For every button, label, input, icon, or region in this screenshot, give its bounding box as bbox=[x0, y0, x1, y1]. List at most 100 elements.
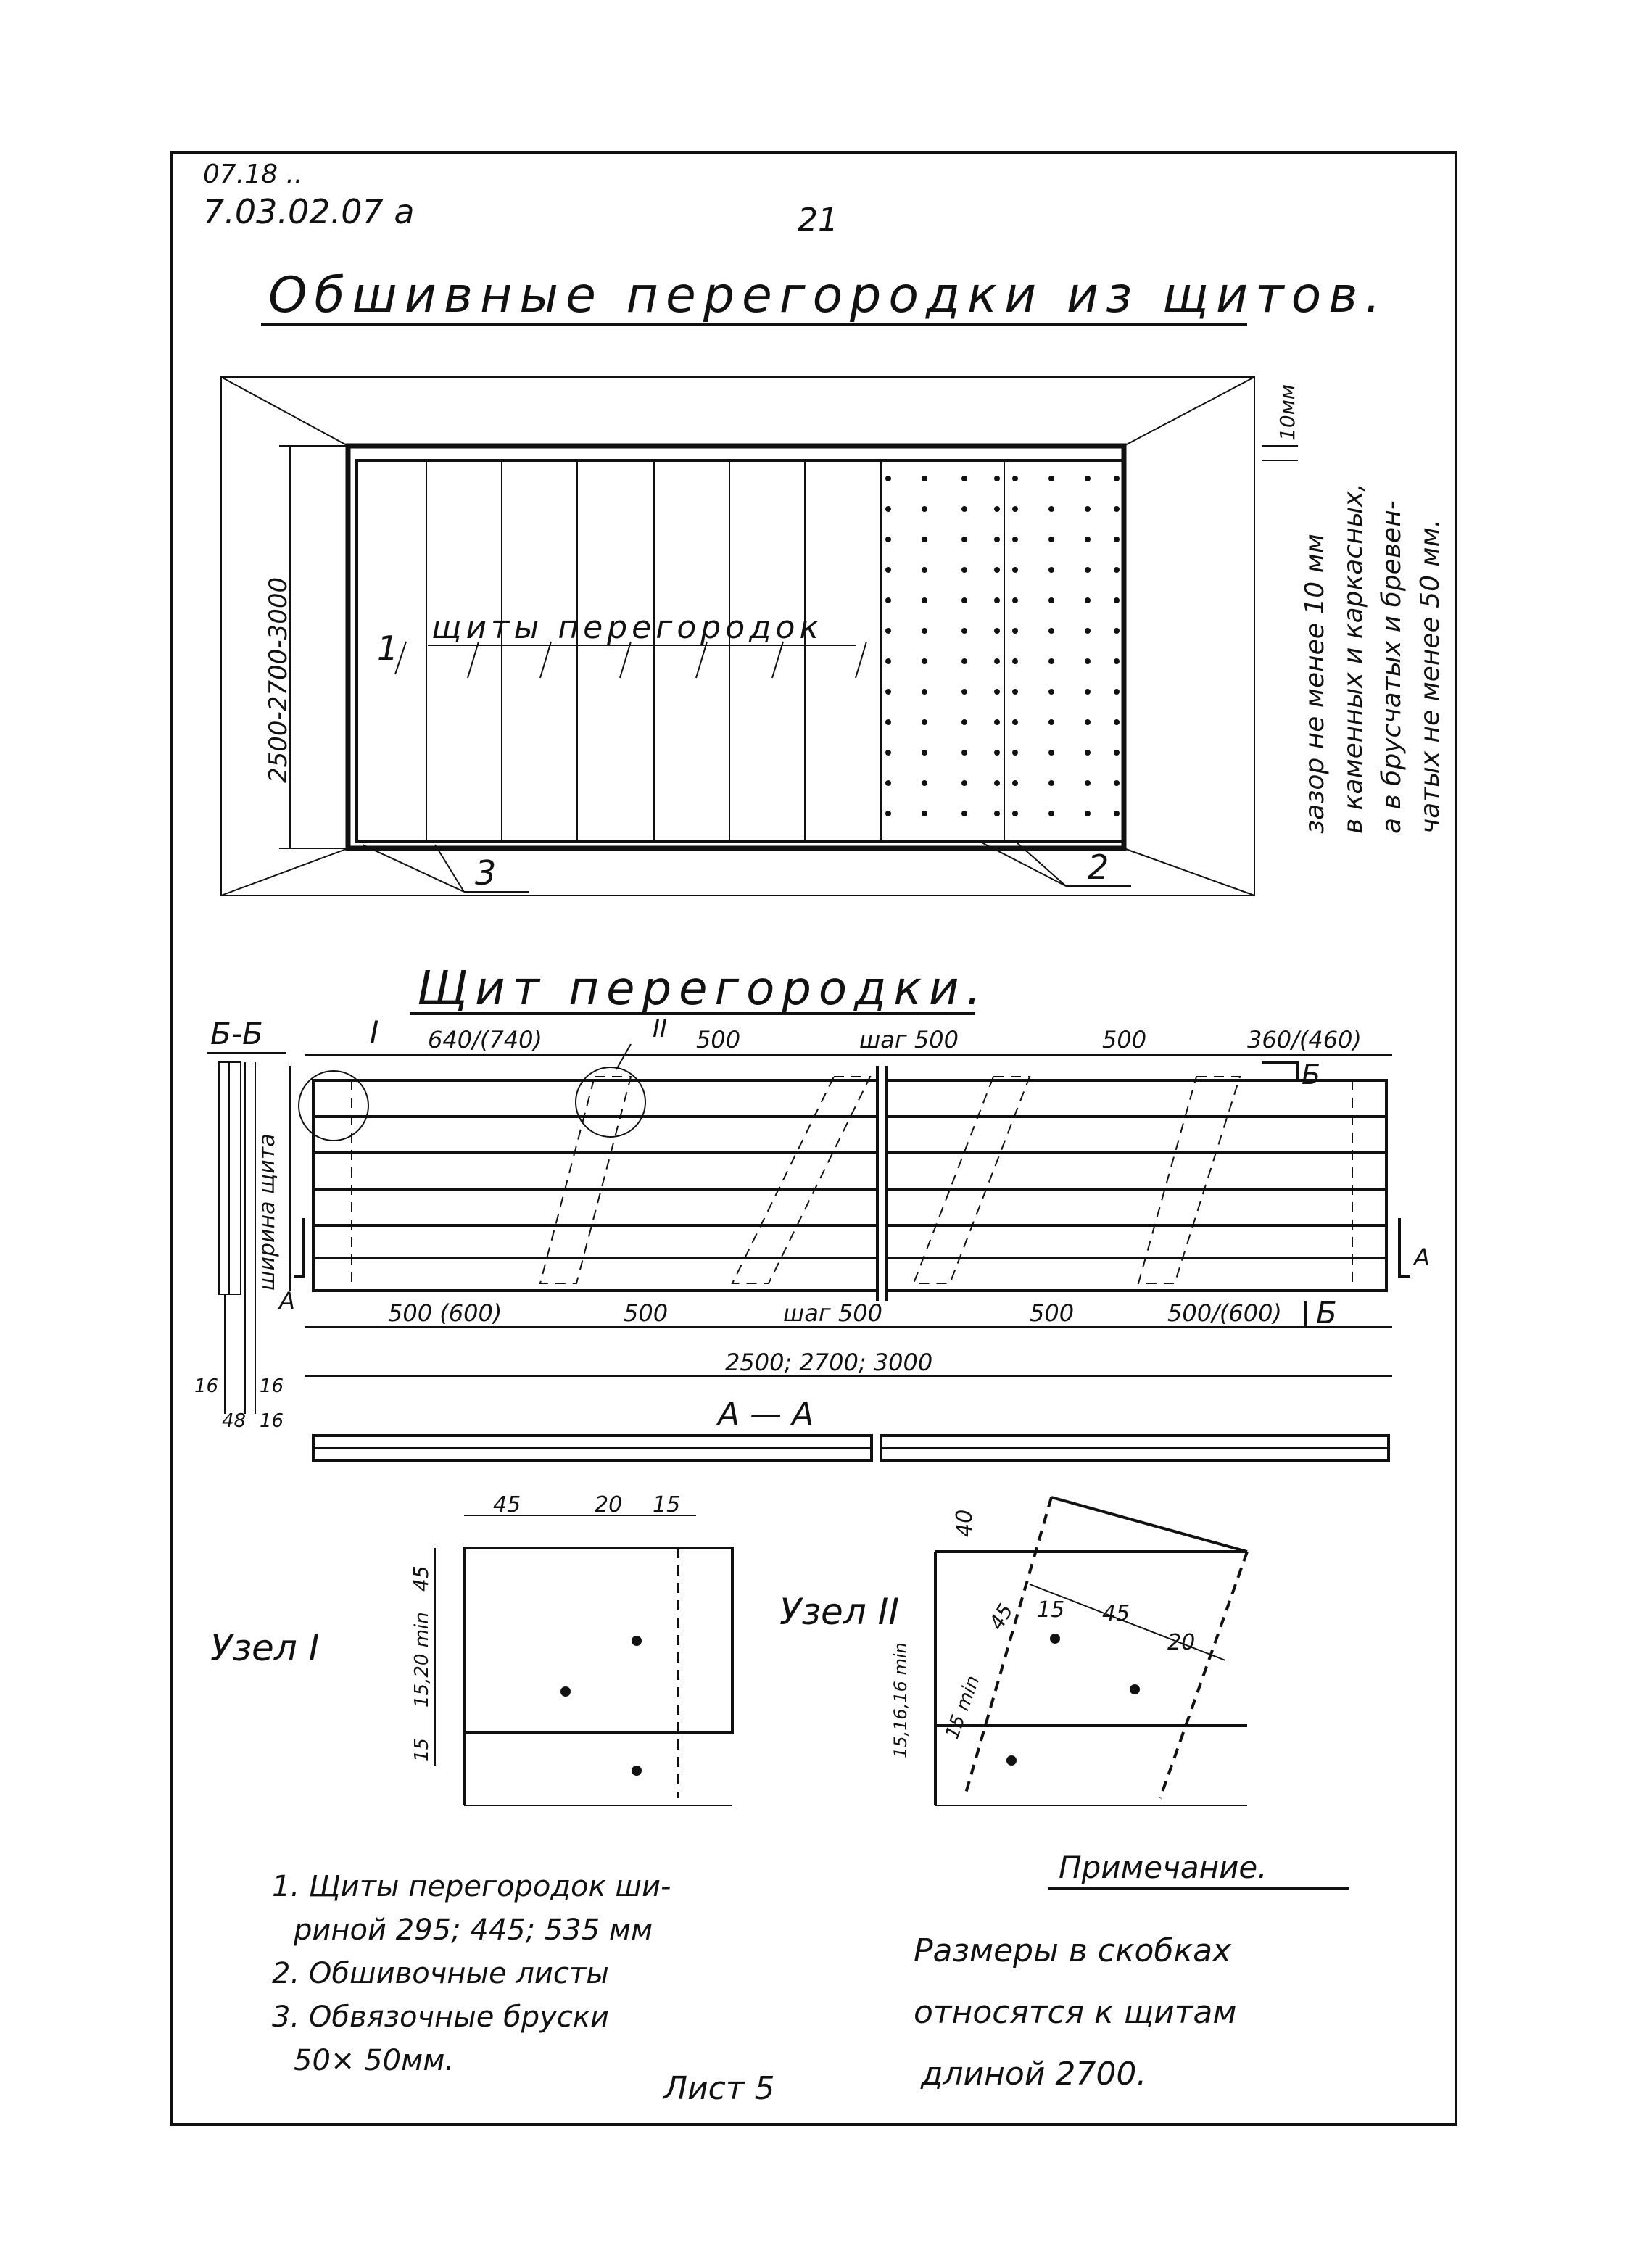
svg-text:48: 48 bbox=[222, 1410, 246, 1432]
sheathing-dot bbox=[994, 476, 1000, 481]
sheathing-dot bbox=[922, 780, 927, 786]
svg-text:Размеры в скобках: Размеры в скобках bbox=[914, 1932, 1232, 1969]
node-1-detail: Узел I 45 20 15 45 15,20 min 15 bbox=[210, 1492, 734, 1806]
sheathing-dot bbox=[1048, 780, 1054, 786]
node-2-label: Узел II bbox=[779, 1591, 899, 1633]
svg-text:640/(740): 640/(740) bbox=[428, 1026, 542, 1054]
sheathing-dot bbox=[1012, 567, 1018, 573]
svg-text:шаг 500: шаг 500 bbox=[859, 1026, 959, 1054]
sheathing-dot bbox=[922, 719, 927, 725]
svg-text:а в брусчатых и бревен-: а в брусчатых и бревен- bbox=[1377, 500, 1407, 834]
sheathing-dot bbox=[994, 658, 1000, 664]
svg-text:шаг 500: шаг 500 bbox=[783, 1299, 882, 1327]
svg-text:360/(460): 360/(460) bbox=[1247, 1026, 1362, 1054]
svg-text:16: 16 bbox=[260, 1410, 284, 1432]
svg-text:500/(600): 500/(600) bbox=[1167, 1299, 1282, 1327]
gap-note: зазор не менее 10 мм в каменных и каркас… bbox=[1300, 483, 1445, 834]
sheathing-dot bbox=[922, 597, 927, 603]
sheathing-dot bbox=[1114, 476, 1120, 481]
sheathing-dot bbox=[1114, 658, 1120, 664]
mark-b-top: Б bbox=[1302, 1059, 1320, 1090]
sheathing-dot bbox=[1085, 750, 1091, 756]
sheathing-dot bbox=[961, 537, 967, 542]
node-1-circle bbox=[298, 1070, 369, 1141]
svg-text:45: 45 bbox=[984, 1599, 1017, 1634]
sheathing-dot bbox=[1114, 567, 1120, 573]
sheathing-dot bbox=[922, 811, 927, 816]
sheathing-dot bbox=[1012, 780, 1018, 786]
sheathing-dot bbox=[1085, 597, 1091, 603]
sheathing-dot bbox=[1048, 628, 1054, 634]
sheathing-dot bbox=[994, 811, 1000, 816]
sheathing-dot bbox=[1114, 750, 1120, 756]
svg-text:15,20 min: 15,20 min bbox=[411, 1612, 433, 1708]
sheathing-dot bbox=[885, 658, 891, 664]
sheathing-dot bbox=[885, 811, 891, 816]
panel-num-3: 3 bbox=[475, 853, 496, 893]
svg-text:15: 15 bbox=[1037, 1597, 1064, 1623]
svg-text:16: 16 bbox=[194, 1375, 218, 1397]
sheathing-dot bbox=[1048, 658, 1054, 664]
sheathing-dot bbox=[1048, 537, 1054, 542]
section-bb-label: Б-Б bbox=[210, 1016, 263, 1051]
mark-a-left: A bbox=[278, 1287, 295, 1315]
svg-text:15: 15 bbox=[411, 1738, 433, 1762]
sheathing-dot bbox=[994, 780, 1000, 786]
side-section: ширина щита bbox=[218, 1061, 291, 1414]
node-1-ref: I bbox=[370, 1014, 378, 1050]
svg-text:15: 15 bbox=[653, 1492, 680, 1518]
sheathing-dot bbox=[885, 628, 891, 634]
page-number: 21 bbox=[798, 202, 838, 239]
sheathing-dot bbox=[961, 506, 967, 512]
sheathing-dot bbox=[922, 537, 927, 542]
mark-b-bottom: Б bbox=[1316, 1295, 1337, 1330]
sheathing-dot bbox=[961, 597, 967, 603]
doc-code-top: 07.18 .. bbox=[203, 160, 302, 189]
sheathing-dot bbox=[1114, 780, 1120, 786]
sheathing-dot bbox=[994, 719, 1000, 725]
sheathing-dot bbox=[961, 719, 967, 725]
sheathing-dot bbox=[1048, 689, 1054, 695]
sheathing-dot bbox=[1085, 506, 1091, 512]
sheathing-dot bbox=[1048, 476, 1054, 481]
svg-text:зазор не менее 10 мм: зазор не менее 10 мм bbox=[1300, 534, 1330, 834]
svg-text:500: 500 bbox=[624, 1299, 668, 1327]
sheathing-dot bbox=[885, 780, 891, 786]
sheathing-dot bbox=[885, 689, 891, 695]
sheathing-dot bbox=[1114, 811, 1120, 816]
mark-a-right: A bbox=[1412, 1243, 1430, 1271]
total-length-dim: 2500; 2700; 3000 bbox=[725, 1349, 932, 1376]
gap-small-dim: 10мм bbox=[1275, 384, 1299, 441]
section-aa-label: А — А bbox=[716, 1396, 814, 1433]
small-dims: 16 16 16 48 bbox=[194, 1375, 284, 1432]
partition-opening bbox=[345, 443, 1127, 851]
sheathing-dot bbox=[961, 476, 967, 481]
sheathing-dot bbox=[961, 658, 967, 664]
sheathing-dot bbox=[994, 506, 1000, 512]
sheathing-dot bbox=[885, 476, 891, 481]
svg-text:500 (600): 500 (600) bbox=[388, 1299, 502, 1327]
sheathing-dot bbox=[961, 811, 967, 816]
panel-bottom-dims: 500 (600) 500 шаг 500 500 500/(600) bbox=[388, 1299, 1282, 1327]
sheathing-dot bbox=[961, 567, 967, 573]
sheathing-dot bbox=[994, 750, 1000, 756]
sheathing-dot bbox=[1012, 628, 1018, 634]
room-elevation: 1 щиты перегородок 2500-2700-3000 3 2 10… bbox=[220, 376, 1299, 896]
sheathing-dot bbox=[1048, 506, 1054, 512]
remark: Примечание. Размеры в скобках относятся … bbox=[914, 1850, 1349, 2093]
svg-text:15 min: 15 min bbox=[941, 1673, 984, 1742]
sheathing-dot bbox=[922, 506, 927, 512]
svg-text:относятся к щитам: относятся к щитам bbox=[914, 1994, 1237, 2031]
sheathing-dot bbox=[1012, 658, 1018, 664]
svg-text:500: 500 bbox=[1030, 1299, 1074, 1327]
sheathing-dot bbox=[961, 689, 967, 695]
svg-text:45: 45 bbox=[1102, 1601, 1130, 1626]
panel-num-2: 2 bbox=[1088, 848, 1109, 887]
svg-text:500: 500 bbox=[696, 1026, 740, 1054]
sheathing-dot bbox=[885, 719, 891, 725]
sheathing-dot bbox=[1114, 628, 1120, 634]
sheathing-dot bbox=[1114, 719, 1120, 725]
panels-label: щиты перегородок bbox=[431, 609, 823, 646]
svg-text:16: 16 bbox=[260, 1375, 284, 1397]
sheathing-dot bbox=[1114, 689, 1120, 695]
